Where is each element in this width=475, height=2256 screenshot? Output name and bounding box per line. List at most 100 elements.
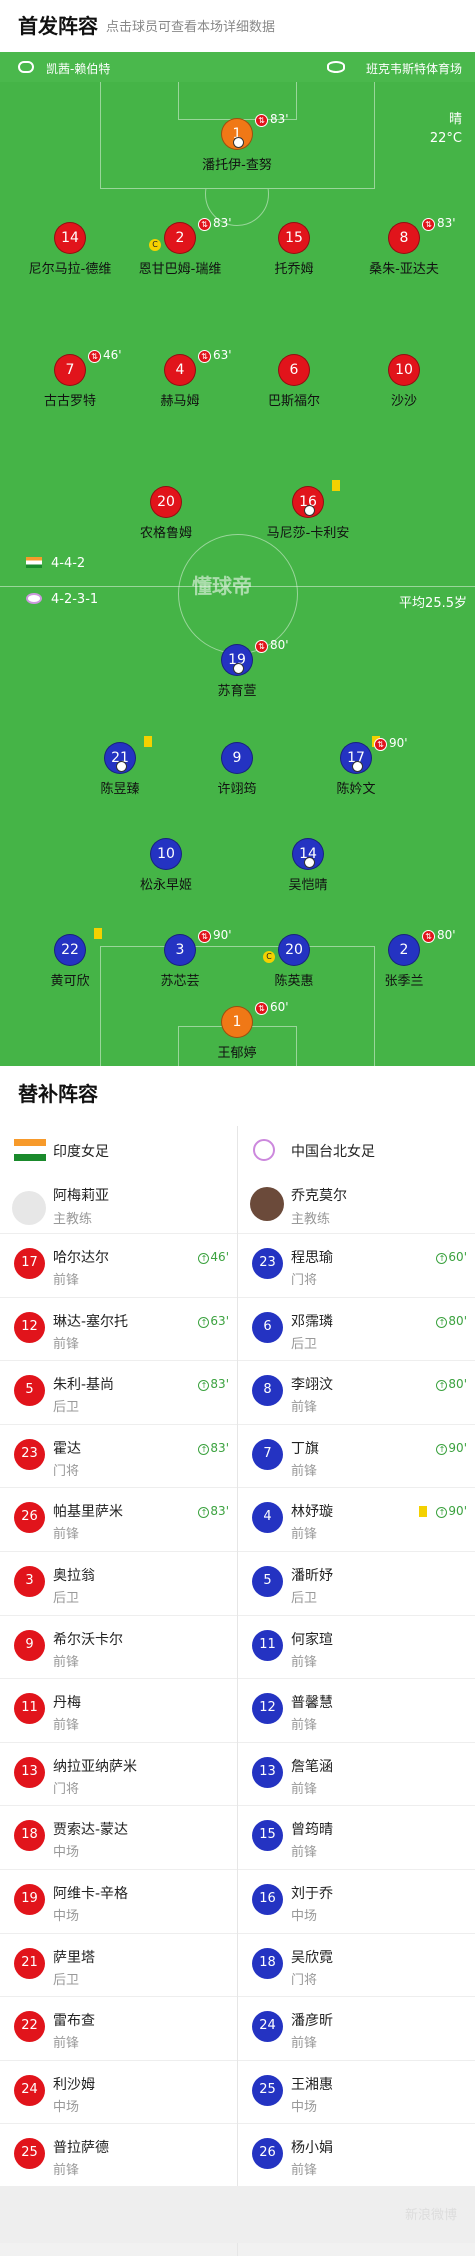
home-player[interactable]: 8⇅83'桑朱-亚达夫 [344, 216, 464, 277]
substitute-name: 王湘惠 [291, 2076, 333, 2093]
home-player[interactable]: 1⇅83'潘托伊-查努 [177, 112, 297, 173]
substitute-position: 前锋 [291, 2036, 318, 2052]
player-number-badge: 13 [14, 1756, 45, 1788]
substitution-minute: 80' [270, 638, 289, 652]
substitute-name: 程思瑜 [291, 1250, 333, 1266]
player-number-badge: 6 [252, 1311, 283, 1343]
player-number-badge: 15 [278, 222, 310, 254]
substitute-position: 前锋 [291, 1400, 318, 1416]
player-name: 尼尔马拉-德维 [28, 262, 112, 277]
player-name: 松永早姬 [139, 878, 192, 893]
away-team-name: 中国台北女足 [291, 1144, 375, 1160]
substitute-position: 前锋 [291, 1527, 318, 1543]
substitute-position: 前锋 [53, 1718, 80, 1734]
player-name: 张季兰 [384, 974, 424, 989]
substitute-position: 门将 [291, 1273, 318, 1288]
away-coach[interactable]: 乔克莫尔 主教练 [238, 1179, 475, 1231]
substitute-name: 曾筠晴 [291, 1822, 333, 1839]
substitute-name: 潘彦昕 [291, 2013, 333, 2030]
player-name: 陈英惠 [274, 974, 314, 989]
away-player[interactable]: 17⇅90'陈妗文 [296, 736, 416, 797]
captain-icon: C [263, 951, 275, 963]
substitute-name: 吴欣霓 [291, 1949, 333, 1966]
away-player[interactable]: 1⇅60'王郁婷 [177, 1000, 297, 1061]
player-name: 恩甘巴姆-瑞维 [138, 262, 222, 277]
player-number-badge: 11 [252, 1629, 283, 1661]
substitute-position: 前锋 [291, 1718, 318, 1734]
home-player[interactable]: 4⇅63'赫马姆 [120, 348, 240, 409]
ball-icon [233, 663, 244, 674]
substitute-position: 后卫 [53, 1972, 80, 1988]
player-number-badge: 12 [14, 1311, 45, 1343]
player-number-badge: 3 [14, 1566, 45, 1597]
substitution-icon: ⇅ [198, 218, 211, 231]
away-player[interactable]: 19⇅80'苏育萱 [177, 638, 297, 699]
player-number-badge: 2 [388, 934, 420, 966]
home-player[interactable]: 7⇅46'古古罗特 [10, 348, 130, 409]
substitution-time: ↑83' [198, 1377, 229, 1392]
sub-in-icon: ↑ [436, 1507, 448, 1519]
captain-icon: C [149, 239, 161, 251]
substitute-name: 哈尔达尔 [53, 1250, 109, 1266]
home-team-header: 印度女足 [0, 1128, 237, 1176]
away-player[interactable]: 2⇅80'张季兰 [344, 928, 464, 989]
substitute-position: 前锋 [53, 1336, 80, 1352]
substitute-name: 朱利-基尚 [53, 1377, 115, 1394]
substitution-icon: ⇅ [88, 350, 101, 363]
substitution-icon: ⇅ [255, 1002, 268, 1015]
home-coach[interactable]: 阿梅莉亚 主教练 [0, 1179, 237, 1231]
player-number-badge: 4 [164, 354, 196, 386]
substitute-position: 前锋 [53, 1527, 80, 1543]
player-number-badge: 19 [14, 1884, 45, 1915]
substitute-position: 前锋 [53, 1654, 80, 1670]
away-player[interactable]: 3⇅90'苏芯芸 [120, 928, 240, 989]
substitution-time: ↑90' [436, 1504, 467, 1519]
home-coach-label: 凯茜-赖伯特 [46, 62, 111, 76]
player-name: 赫马姆 [160, 394, 200, 409]
sub-in-minute: 80' [448, 1377, 467, 1392]
